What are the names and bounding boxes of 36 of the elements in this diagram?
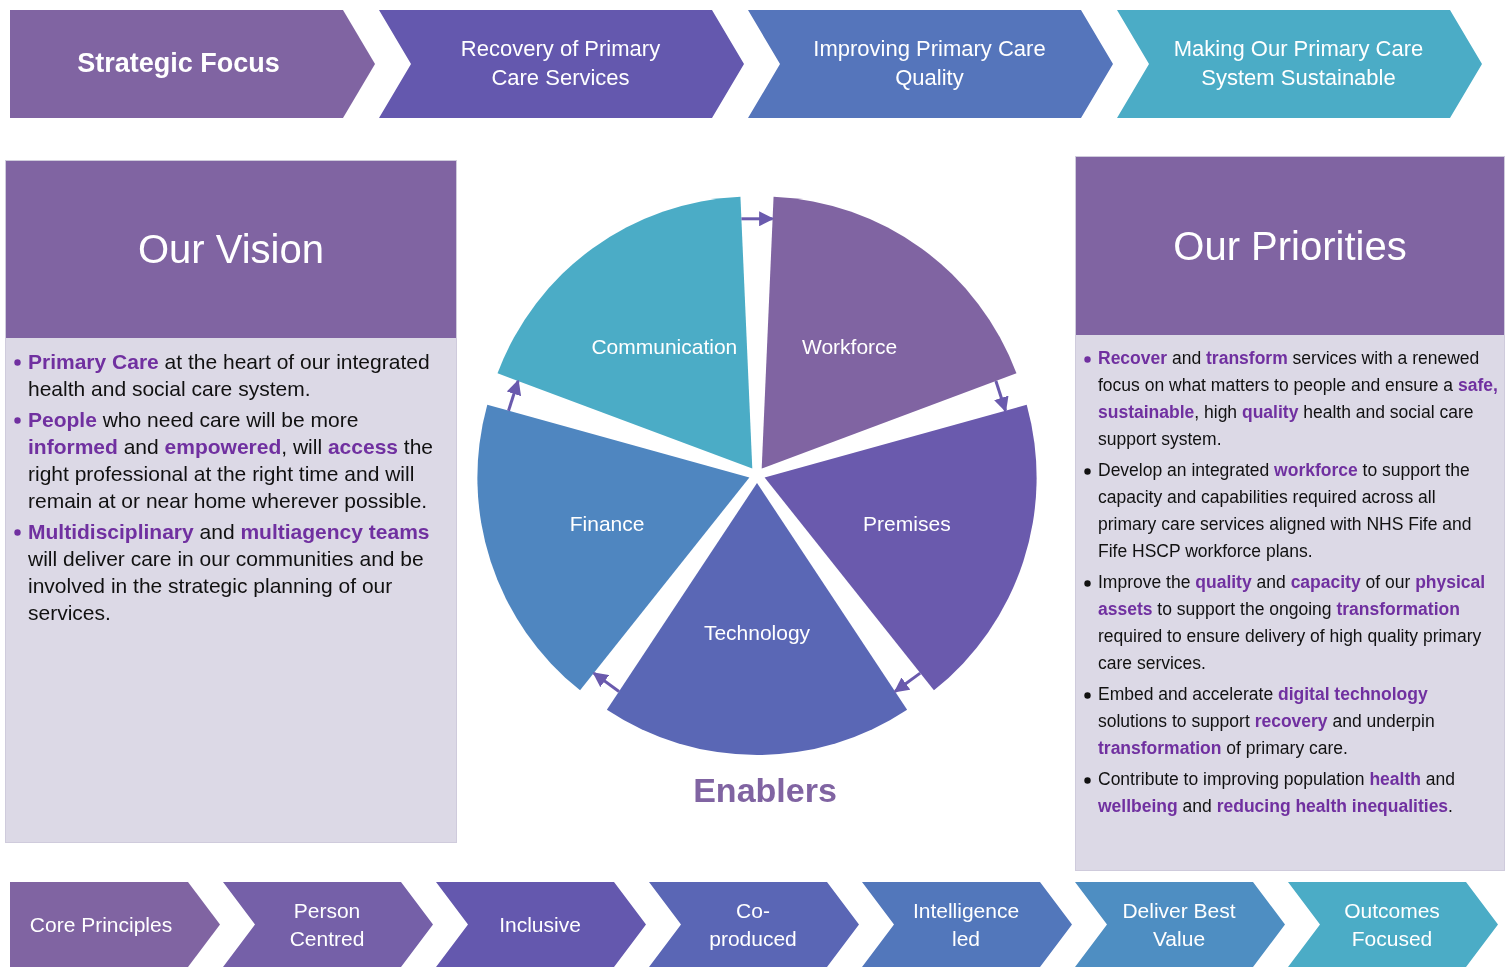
- panel-heading: Our Vision: [6, 161, 456, 338]
- bullet-point: Improve the quality and capacity of our physical assets to support the ongoing transformation required to ensure delivery of high quality primary care services.: [1098, 569, 1498, 677]
- chevron-label: Strategic Focus: [76, 47, 281, 81]
- bullet-point: Contribute to improving population health and wellbeing and reducing health inequalities.: [1098, 766, 1498, 820]
- chevron-label: Outcomes Focused: [1343, 898, 1441, 952]
- arrow: [893, 671, 922, 693]
- segment-label: Workforce: [801, 335, 898, 360]
- arrow: [994, 380, 1009, 413]
- chevron-banner: [10, 10, 375, 118]
- bullet-point: Recover and transform services with a renewed focus on what matters to people and ensure a safe, sustainable, high quality health and social care support system.: [1098, 345, 1498, 453]
- bullet-point: Embed and accelerate digital technology solutions to support recovery and underpin transformation of primary care.: [1098, 681, 1498, 762]
- bullet-point: Multidisciplinary and multiagency teams will deliver care in our communities and be involved in the strategic planning of our services.: [28, 518, 450, 626]
- chevron-label: Co-produced: [708, 898, 798, 952]
- chevron-label: Intelligence led: [911, 898, 1021, 952]
- chevron-label: Person Centred: [288, 898, 366, 952]
- chevron-label: Inclusive: [498, 911, 582, 938]
- chevron-label: Making Our Primary Care System Sustainable: [1172, 35, 1425, 92]
- chevron-label: Core Principles: [28, 911, 174, 938]
- arrow: [592, 671, 620, 693]
- segment-label: Technology: [703, 620, 811, 645]
- segment-label: Finance: [569, 511, 645, 536]
- panel-heading: Our Priorities: [1076, 157, 1504, 335]
- chevron-label: Improving Primary Care Quality: [812, 35, 1047, 92]
- bullet-point: Primary Care at the heart of our integrated health and social care system.: [28, 348, 450, 402]
- arrow: [741, 211, 775, 227]
- vision-panel: [5, 160, 457, 843]
- chevron-banner: [10, 882, 220, 967]
- segment-label: Communication: [591, 335, 738, 360]
- arrow: [506, 379, 522, 412]
- priorities-panel: [1075, 156, 1505, 871]
- chevron-label: Deliver Best Value: [1121, 898, 1237, 952]
- bullet-point: Develop an integrated workforce to support the capacity and capabilities required across all primary care services aligned with NHS Fife and Fife HSCP workforce plans.: [1098, 457, 1498, 565]
- bullet-point: People who need care will be more informed and empowered, will access the right professional at the right time and will remain at or near home wherever possible.: [28, 406, 450, 514]
- section-heading: Enablers: [693, 770, 837, 810]
- segment-label: Premises: [863, 511, 951, 536]
- chevron-label: Recovery of Primary Care Services: [459, 35, 662, 92]
